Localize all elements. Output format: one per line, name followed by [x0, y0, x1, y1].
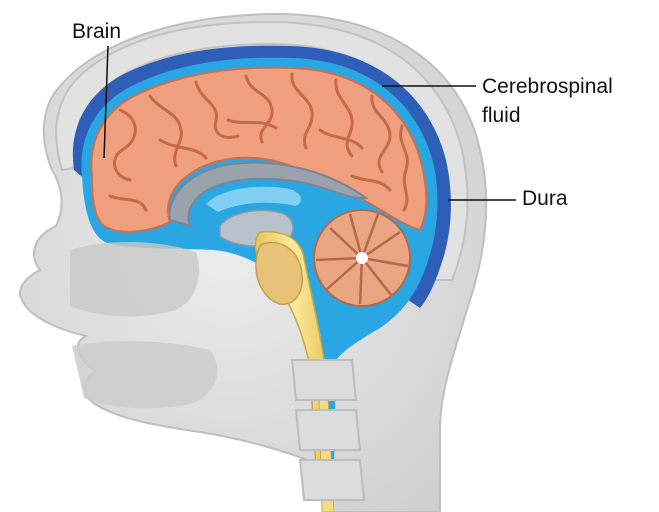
dura-label: Dura	[522, 187, 568, 210]
brain-label: Brain	[72, 20, 122, 43]
lateral-ventricle	[206, 186, 301, 212]
cerebellum	[313, 209, 411, 307]
skull	[55, 20, 469, 281]
brain-sulci	[108, 72, 409, 212]
oral-cavity	[72, 341, 218, 409]
cerebrum	[90, 66, 428, 233]
csf-label-line1: Cerebrospinal	[482, 75, 613, 98]
csf-label-line2: fluid	[482, 104, 521, 127]
corpus-callosum	[168, 161, 369, 228]
brain-leader-line	[103, 45, 109, 159]
pons	[255, 241, 303, 305]
leader-lines	[103, 45, 516, 201]
nasal-cavity	[70, 241, 200, 317]
vertebrae	[290, 359, 366, 501]
